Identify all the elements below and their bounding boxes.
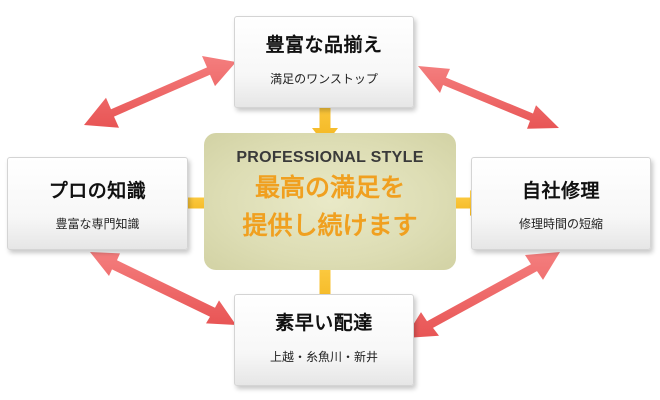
node-right-subtitle: 修理時間の短縮 <box>518 217 603 231</box>
node-top-title: 豊富な品揃え <box>265 34 383 56</box>
arrow-bottom-right <box>405 252 560 338</box>
arrow-bottom-left <box>90 252 236 325</box>
node-top: 豊富な品揃え 満足のワンストップ <box>234 16 414 108</box>
node-right-title: 自社修理 <box>521 180 600 202</box>
node-left-title: プロの知識 <box>48 180 147 202</box>
arrow-top-right <box>418 66 559 129</box>
node-bottom-subtitle: 上越・糸魚川・新井 <box>269 350 378 364</box>
node-left: プロの知識 豊富な専門知識 <box>7 157 188 250</box>
node-right: 自社修理 修理時間の短縮 <box>471 157 651 250</box>
arrow-top-left <box>84 56 236 128</box>
center-panel: PROFESSIONAL STYLE 最高の満足を 提供し続けます <box>204 133 456 270</box>
center-headline-line-1: 最高の満足を <box>254 173 405 202</box>
center-eyebrow: PROFESSIONAL STYLE <box>236 149 424 166</box>
center-headline-line-2: 提供し続けます <box>242 211 418 240</box>
node-left-subtitle: 豊富な専門知識 <box>55 217 140 231</box>
node-bottom-title: 素早い配達 <box>275 312 373 334</box>
node-top-subtitle: 満足のワンストップ <box>270 72 378 86</box>
node-bottom: 素早い配達 上越・糸魚川・新井 <box>234 294 414 386</box>
